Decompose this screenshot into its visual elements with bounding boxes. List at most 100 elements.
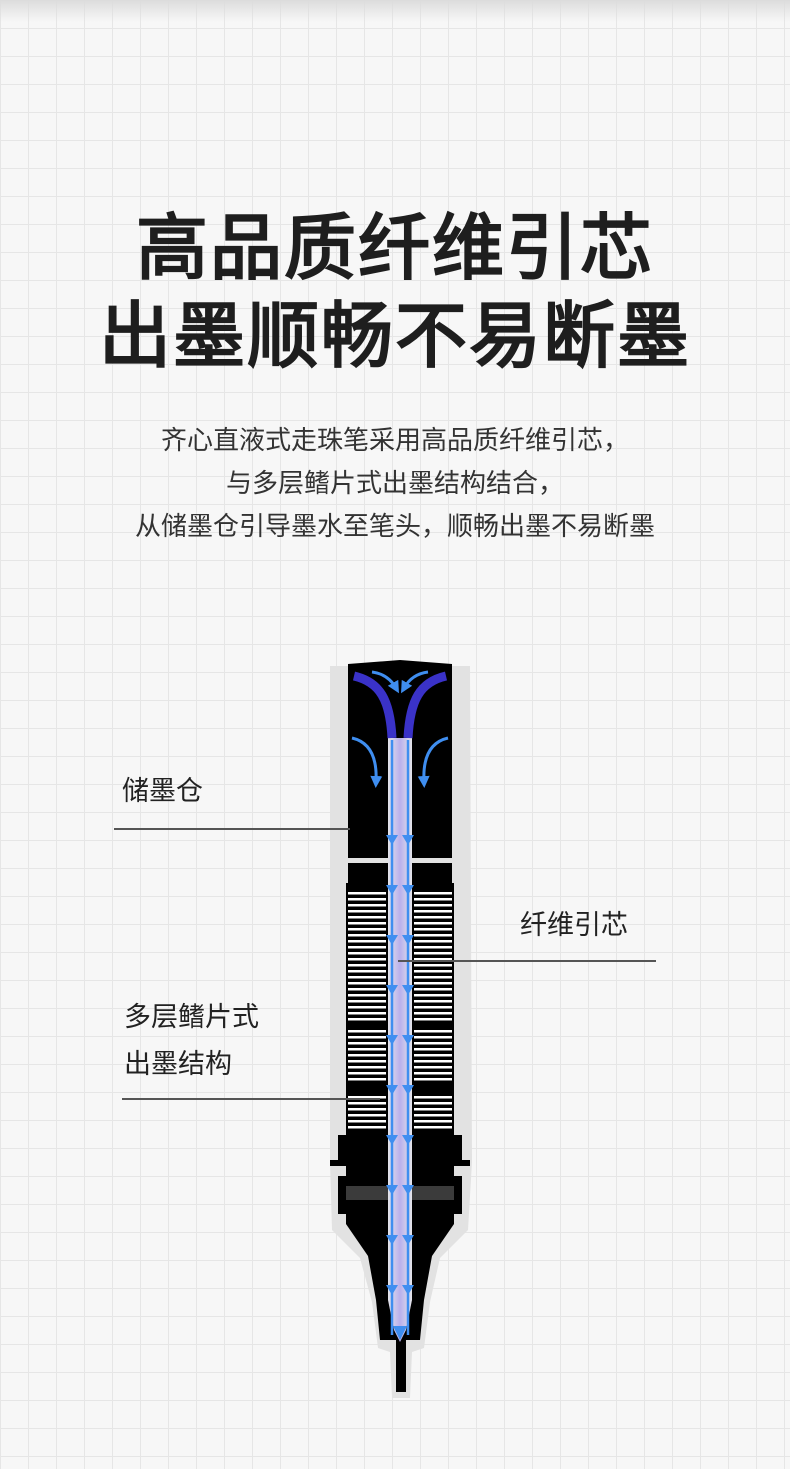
flow-arrowhead-tip (393, 1326, 407, 1340)
fin-stripe (414, 1126, 452, 1129)
fin-stripe (414, 970, 452, 973)
fin-stripe (348, 958, 386, 961)
fin-stripe (348, 1018, 386, 1021)
fin-stripe (348, 1114, 386, 1117)
fin-stripe (414, 928, 452, 931)
fin-stripe (348, 1030, 386, 1033)
leader-line-fin-structure (122, 1098, 380, 1100)
fin-stripe (414, 994, 452, 997)
fin-stripe (414, 952, 452, 955)
fin-stripe (414, 946, 452, 949)
fin-stripe (348, 1066, 386, 1069)
fin-stripe (414, 1054, 452, 1057)
flow-arrowhead (386, 1285, 398, 1295)
flow-arrowhead (386, 1235, 398, 1245)
flow-arrowhead (386, 1035, 398, 1045)
description-line-1: 齐心直液式走珠笔采用高品质纤维引芯， (160, 426, 629, 456)
fin-stripe (348, 940, 386, 943)
fin-stripe (414, 1036, 452, 1039)
fin-stripe (414, 1060, 452, 1063)
fin-stripe (414, 910, 452, 913)
fin-stripe (348, 928, 386, 931)
flow-arrowhead (402, 1085, 414, 1095)
headline-line-2: 出墨顺畅不易断墨 (98, 294, 691, 378)
fin-stripe (348, 910, 386, 913)
fin-stripe (348, 988, 386, 991)
fin-stripe (348, 1060, 386, 1063)
fin-stripe (348, 982, 386, 985)
fin-stripe (414, 1066, 452, 1069)
fin-stripe (414, 904, 452, 907)
flow-arrowhead (402, 1285, 414, 1295)
fin-stripe (348, 1054, 386, 1057)
fin-stripe (414, 892, 452, 895)
fin-stripe (348, 1036, 386, 1039)
fin-stripe (348, 1078, 386, 1081)
fin-stripe (414, 982, 452, 985)
fin-stripe (348, 916, 386, 919)
flow-arrowhead (402, 1185, 414, 1195)
flow-arrowhead (402, 1235, 414, 1245)
fin-stripe (348, 922, 386, 925)
fin-stripe (348, 1048, 386, 1051)
fin-stripe (414, 1030, 452, 1033)
fin-stripe (414, 1108, 452, 1111)
fin-stripe (414, 1048, 452, 1051)
flow-arrowhead (386, 985, 398, 995)
flow-arrowheads (386, 835, 414, 1340)
fin-stripe (348, 952, 386, 955)
fin-stripe (348, 976, 386, 979)
leader-line-ink-chamber (114, 828, 350, 830)
flow-arrowhead (402, 985, 414, 995)
flow-arrowhead (402, 1035, 414, 1045)
flow-arrowhead (402, 835, 414, 845)
fin-stripe (348, 1042, 386, 1045)
fin-stripe (348, 1000, 386, 1003)
fin-stripe (348, 1108, 386, 1111)
flow-arrowhead (386, 1185, 398, 1195)
fin-stripe (348, 892, 386, 895)
fin-stripe (414, 934, 452, 937)
fin-stripe (348, 946, 386, 949)
top-shade (0, 0, 790, 22)
fin-stripe (414, 1006, 452, 1009)
fin-stripe (414, 1012, 452, 1015)
fin-stripe (348, 970, 386, 973)
flow-arrowhead (386, 835, 398, 845)
fin-stripe (348, 934, 386, 937)
fin-stripe (348, 1012, 386, 1015)
fin-stripe (414, 1000, 452, 1003)
fin-stripe (414, 1120, 452, 1123)
fin-stripe (414, 940, 452, 943)
fin-stripe (348, 994, 386, 997)
flow-arrowhead (386, 935, 398, 945)
flow-arrowhead (386, 1085, 398, 1095)
fin-stripe (414, 922, 452, 925)
flow-arrowhead (402, 935, 414, 945)
fin-stripe (348, 904, 386, 907)
fin-stripe (414, 958, 452, 961)
fin-stripe (414, 1096, 452, 1099)
pen-tip (396, 1340, 406, 1392)
label-ink-chamber: 储墨仓 (122, 776, 203, 807)
fin-stripe (414, 1114, 452, 1117)
fin-stripe (414, 1102, 452, 1105)
flow-arrowhead (402, 885, 414, 895)
fin-stripe (348, 1120, 386, 1123)
fin-stripe (414, 1042, 452, 1045)
fin-stripe (348, 1006, 386, 1009)
fin-stripe (348, 1072, 386, 1075)
fin-stripe (414, 898, 452, 901)
fin-stripe (414, 1078, 452, 1081)
fin-stripe (348, 964, 386, 967)
fin-stripe (348, 898, 386, 901)
pen-cross-section-diagram (330, 660, 472, 1398)
description-line-2: 与多层鳍片式出墨结构结合， (225, 469, 564, 499)
fin-stripes (348, 892, 452, 1129)
label-fiber-core: 纤维引芯 (520, 910, 628, 941)
headline-line-1: 高品质纤维引芯 (135, 206, 654, 290)
fin-stripe (414, 916, 452, 919)
fin-stripe (414, 988, 452, 991)
leader-line-fiber-core (398, 960, 656, 962)
fin-stripe (348, 1126, 386, 1129)
